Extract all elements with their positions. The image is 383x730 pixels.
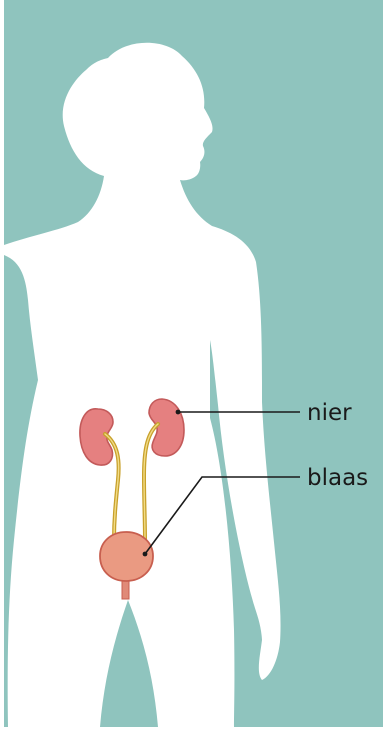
- bladder-leader-dot: [143, 552, 148, 557]
- bladder: [100, 532, 153, 581]
- bladder-label: blaas: [307, 465, 368, 491]
- kidney-leader-dot: [176, 410, 181, 415]
- kidney-label: nier: [307, 400, 352, 426]
